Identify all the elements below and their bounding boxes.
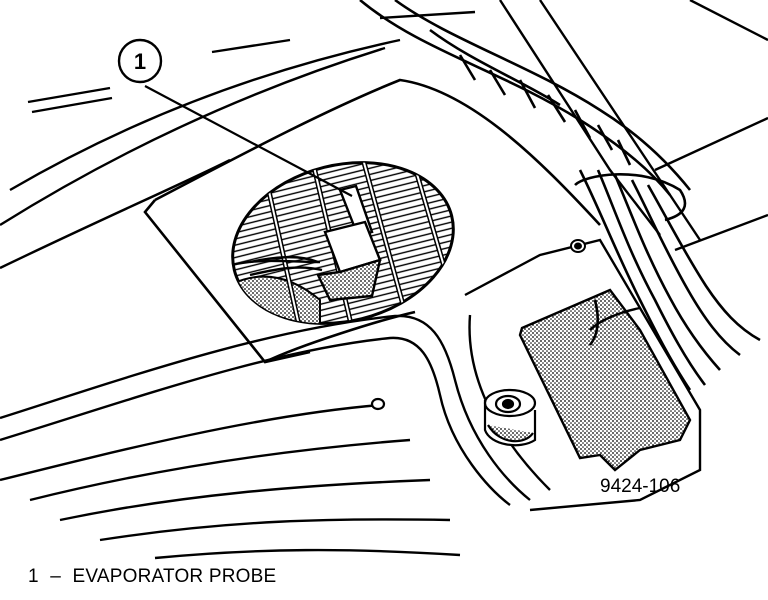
legend: 1 – EVAPORATOR PROBE: [28, 566, 276, 588]
figure-code: 9424-106: [600, 476, 680, 497]
mounting-hole: [370, 397, 386, 411]
housing-outline: [0, 0, 768, 270]
wire-harness: [359, 0, 761, 391]
stud-nut: [483, 388, 537, 447]
callout-leader-line: [144, 85, 353, 197]
legend-separator: –: [50, 566, 62, 587]
legend-item-1: 1 – EVAPORATOR PROBE: [28, 566, 276, 587]
evaporator-probe-diagram: 1 9424-106: [0, 0, 768, 560]
callout-1: 1: [117, 38, 353, 197]
callout-number: 1: [134, 49, 146, 74]
legend-label: EVAPORATOR PROBE: [72, 566, 277, 587]
bracket-screw: [570, 239, 586, 253]
legend-number: 1: [28, 566, 39, 587]
evaporator-probe: [249, 184, 382, 302]
lower-housing: [0, 314, 531, 560]
electrical-connector: [518, 288, 692, 472]
